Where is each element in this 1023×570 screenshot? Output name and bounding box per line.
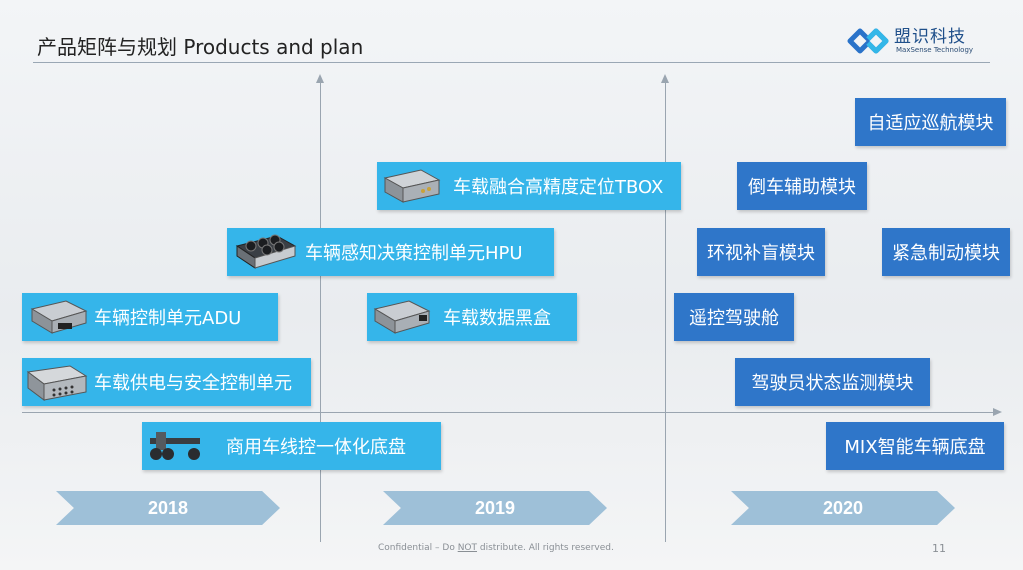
- control-unit-device-icon: [30, 300, 88, 334]
- logo-chinese-name: 盟识科技: [894, 27, 966, 47]
- year-arrow-2019: 2019: [383, 491, 607, 525]
- product-remote-cockpit: 遥控驾驶舱: [674, 293, 794, 341]
- product-surround-view-label: 环视补盲模块: [707, 243, 815, 264]
- confidential-suffix: distribute. All rights reserved.: [477, 543, 614, 553]
- product-adaptive-cruise: 自适应巡航模块: [855, 98, 1006, 146]
- product-mix-chassis-label: MIX智能车辆底盘: [844, 437, 986, 458]
- product-reverse-assist: 倒车辅助模块: [737, 162, 867, 210]
- product-chassis-label: 商用车线控一体化底盘: [226, 437, 406, 458]
- product-surround-view: 环视补盲模块: [697, 228, 825, 276]
- black-box-device-icon: [373, 300, 431, 334]
- title-divider: [33, 62, 990, 63]
- product-black-box-label: 车载数据黑盒: [443, 308, 551, 329]
- confidential-prefix: Confidential – Do: [378, 543, 458, 553]
- company-logo: 盟识科技 MaxSense Technology: [846, 22, 986, 58]
- product-chassis: 商用车线控一体化底盘: [142, 422, 441, 470]
- timeline-axis-arrow: [993, 408, 1002, 416]
- product-mix-chassis: MIX智能车辆底盘: [826, 422, 1004, 470]
- product-emergency-brake: 紧急制动模块: [882, 228, 1010, 276]
- year-arrow-2018: 2018: [56, 491, 280, 525]
- product-hpu: 车辆感知决策控制单元HPU: [227, 228, 554, 276]
- product-tbox-label: 车载融合高精度定位TBOX: [453, 177, 664, 198]
- timeline-axis: [22, 412, 994, 413]
- product-power-safety-label: 车载供电与安全控制单元: [94, 373, 292, 394]
- confidential-notice: Confidential – Do NOT distribute. All ri…: [378, 543, 614, 553]
- confidential-emphasis: NOT: [457, 543, 478, 553]
- hpu-device-icon: [235, 234, 297, 269]
- product-emergency-brake-label: 紧急制动模块: [892, 243, 1000, 264]
- logo-mark-icon: [847, 28, 889, 54]
- product-driver-monitor-label: 驾驶员状态监测模块: [751, 373, 914, 394]
- divider-arrow-2020: [661, 74, 669, 83]
- product-adu-label: 车辆控制单元ADU: [94, 308, 242, 329]
- product-power-safety-unit: 车载供电与安全控制单元: [22, 358, 311, 406]
- divider-arrow-2019: [316, 74, 324, 83]
- product-driver-monitor: 驾驶员状态监测模块: [735, 358, 930, 406]
- tbox-device-icon: [383, 169, 441, 203]
- product-adu: 车辆控制单元ADU: [22, 293, 278, 341]
- year-arrow-2020: 2020: [731, 491, 955, 525]
- product-black-box: 车载数据黑盒: [367, 293, 577, 341]
- page-number: 11: [932, 542, 946, 555]
- product-adaptive-cruise-label: 自适应巡航模块: [867, 113, 994, 134]
- product-tbox: 车载融合高精度定位TBOX: [377, 162, 681, 210]
- page-title: 产品矩阵与规划 Products and plan: [37, 35, 364, 59]
- chassis-device-icon: [150, 432, 200, 460]
- product-hpu-label: 车辆感知决策控制单元HPU: [305, 243, 523, 264]
- logo-english-name: MaxSense Technology: [896, 46, 974, 54]
- timeline-divider-2019: [320, 82, 321, 542]
- power-unit-device-icon: [26, 365, 88, 401]
- product-remote-cockpit-label: 遥控驾驶舱: [689, 308, 779, 329]
- timeline-divider-2020: [665, 82, 666, 542]
- product-reverse-assist-label: 倒车辅助模块: [748, 177, 856, 198]
